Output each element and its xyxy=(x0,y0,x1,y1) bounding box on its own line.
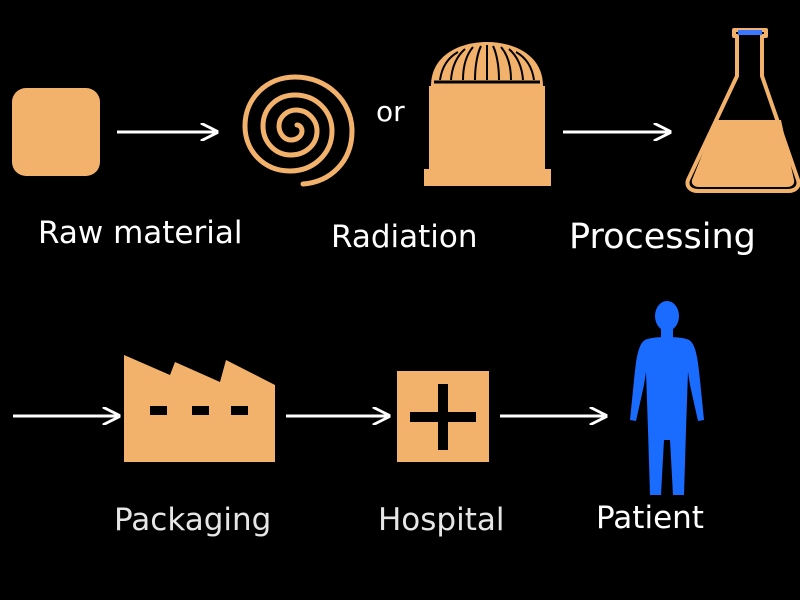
raw-material-icon xyxy=(12,88,100,176)
medical-cross-icon xyxy=(397,371,489,462)
reactor-dome-icon xyxy=(424,42,551,186)
label-packaging: Packaging xyxy=(114,502,272,538)
label-raw-material: Raw material xyxy=(38,215,243,251)
label-processing: Processing xyxy=(569,217,756,257)
label-hospital: Hospital xyxy=(378,502,505,538)
human-figure-icon xyxy=(630,301,704,495)
flask-icon xyxy=(685,28,800,193)
spiral-icon xyxy=(242,74,355,187)
label-patient: Patient xyxy=(596,500,704,536)
label-or: or xyxy=(376,95,405,128)
label-radiation: Radiation xyxy=(331,219,478,255)
factory-icon xyxy=(124,355,275,462)
